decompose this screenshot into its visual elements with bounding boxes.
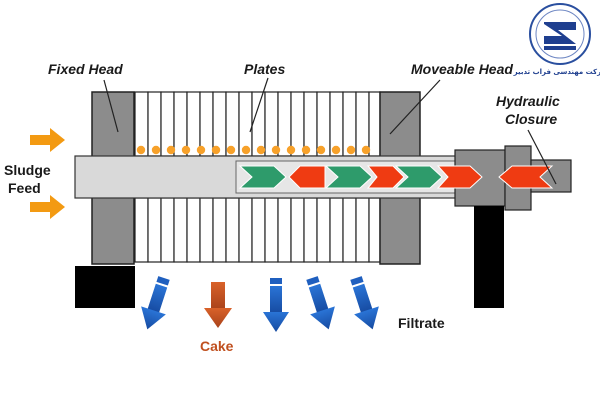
hydraulic-closure-label-line2: Closure bbox=[505, 111, 557, 127]
sludge-feed-label-line2: Feed bbox=[8, 180, 41, 196]
fixed-head bbox=[91, 91, 135, 265]
moveable-head-label: Moveable Head bbox=[411, 61, 513, 77]
filtrate-label: Filtrate bbox=[398, 315, 445, 331]
closing-chevrons bbox=[238, 165, 554, 189]
orange-arrow-icon bbox=[30, 128, 65, 219]
sludge-feed-label-line1: Sludge bbox=[4, 162, 51, 178]
fixed-head-label: Fixed Head bbox=[48, 61, 123, 77]
brown-down-arrow-icon bbox=[204, 282, 232, 328]
fixed-head-base bbox=[75, 266, 135, 308]
cake-label: Cake bbox=[200, 338, 234, 354]
sludge-particles bbox=[136, 145, 371, 155]
company-name: شرکت مهندسی فراب تدبیر bbox=[513, 68, 600, 76]
blue-down-arrow-icon bbox=[141, 276, 379, 332]
company-logo-icon bbox=[529, 3, 591, 65]
moveable-head bbox=[379, 91, 421, 265]
plates-lower bbox=[134, 197, 381, 263]
plates-label: Plates bbox=[244, 61, 285, 77]
hydraulic-closure-label-line1: Hydraulic bbox=[496, 93, 560, 109]
leader-lines bbox=[103, 77, 557, 185]
